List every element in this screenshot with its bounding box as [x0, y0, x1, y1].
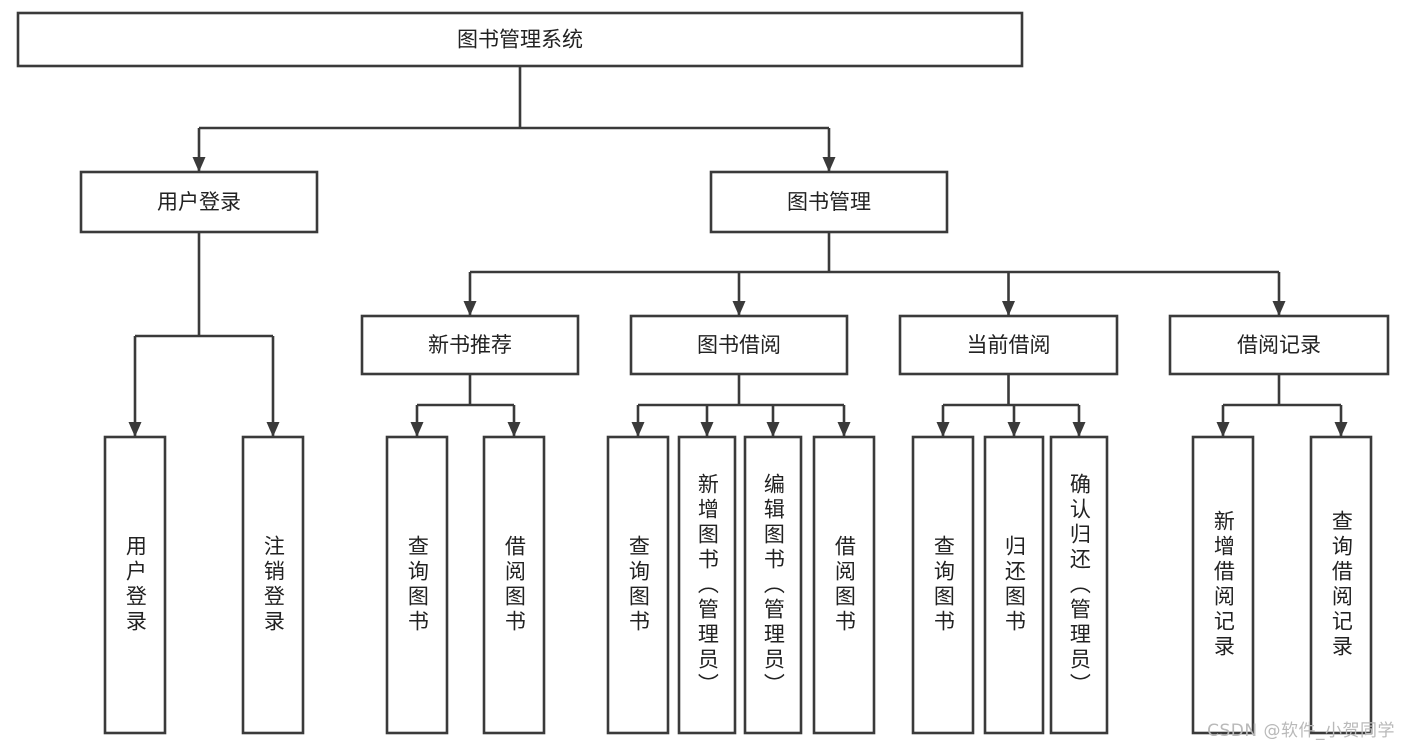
arrow-head-l2b-leaf7 — [766, 422, 780, 437]
node-label-l2d: 借阅记录 — [1237, 333, 1321, 357]
node-box-leaf13[interactable] — [1309, 435, 1373, 735]
node-box-l2d[interactable] — [1168, 314, 1390, 376]
arrow-head-l2c-leaf11 — [1072, 422, 1086, 437]
node-box-leaf7[interactable] — [743, 435, 803, 735]
arrow-head-l2b-leaf6 — [700, 422, 714, 437]
node-box-leaf9[interactable] — [911, 435, 975, 735]
node-box-l2c[interactable] — [898, 314, 1119, 376]
arrow-head-l2b-leaf5 — [631, 422, 645, 437]
node-box-leaf5[interactable] — [606, 435, 670, 735]
node-box-l1b[interactable] — [709, 170, 949, 234]
node-box-leaf10[interactable] — [983, 435, 1045, 735]
arrow-head-l1a-leaf1 — [128, 422, 142, 437]
arrow-head-l1b-l2a — [463, 301, 477, 316]
node-label-l2a: 新书推荐 — [428, 333, 512, 357]
node-box-leaf8[interactable] — [812, 435, 876, 735]
arrow-head-l1a-leaf2 — [266, 422, 280, 437]
arrow-head-l2a-leaf4 — [507, 422, 521, 437]
node-box-leaf1[interactable] — [103, 435, 167, 735]
arrow-head-root-l1a — [192, 157, 206, 172]
arrow-head-l1b-l2d — [1272, 301, 1286, 316]
arrow-head-l2b-leaf8 — [837, 422, 851, 437]
node-label-l2b: 图书借阅 — [697, 333, 781, 357]
node-box-l2a[interactable] — [360, 314, 580, 376]
arrow-head-l1b-l2b — [732, 301, 746, 316]
node-box-leaf12[interactable] — [1191, 435, 1255, 735]
node-box-l2b[interactable] — [629, 314, 849, 376]
arrow-head-root-l1b — [822, 157, 836, 172]
arrow-head-l2a-leaf3 — [410, 422, 424, 437]
node-label-l1a: 用户登录 — [157, 190, 241, 214]
arrow-head-l1b-l2c — [1002, 301, 1015, 316]
node-box-leaf3[interactable] — [385, 435, 449, 735]
node-label-l1b: 图书管理 — [787, 190, 871, 214]
arrow-head-l2d-leaf12 — [1216, 422, 1230, 437]
watermark-text: CSDN @软件_小贺同学 — [1207, 721, 1395, 741]
arrow-head-l2c-leaf10 — [1007, 422, 1021, 437]
node-label-l2c: 当前借阅 — [967, 333, 1051, 357]
arrow-head-l2c-leaf9 — [936, 422, 950, 437]
node-box-leaf4[interactable] — [482, 435, 546, 735]
arrow-head-l2d-leaf13 — [1334, 422, 1348, 437]
node-box-leaf11[interactable] — [1049, 435, 1109, 735]
edges-layer — [128, 66, 1348, 437]
node-box-leaf2[interactable] — [241, 435, 305, 735]
node-label-root: 图书管理系统 — [457, 28, 583, 52]
node-box-l1a[interactable] — [79, 170, 319, 234]
node-box-root[interactable] — [16, 11, 1024, 68]
node-box-leaf6[interactable] — [677, 435, 737, 735]
